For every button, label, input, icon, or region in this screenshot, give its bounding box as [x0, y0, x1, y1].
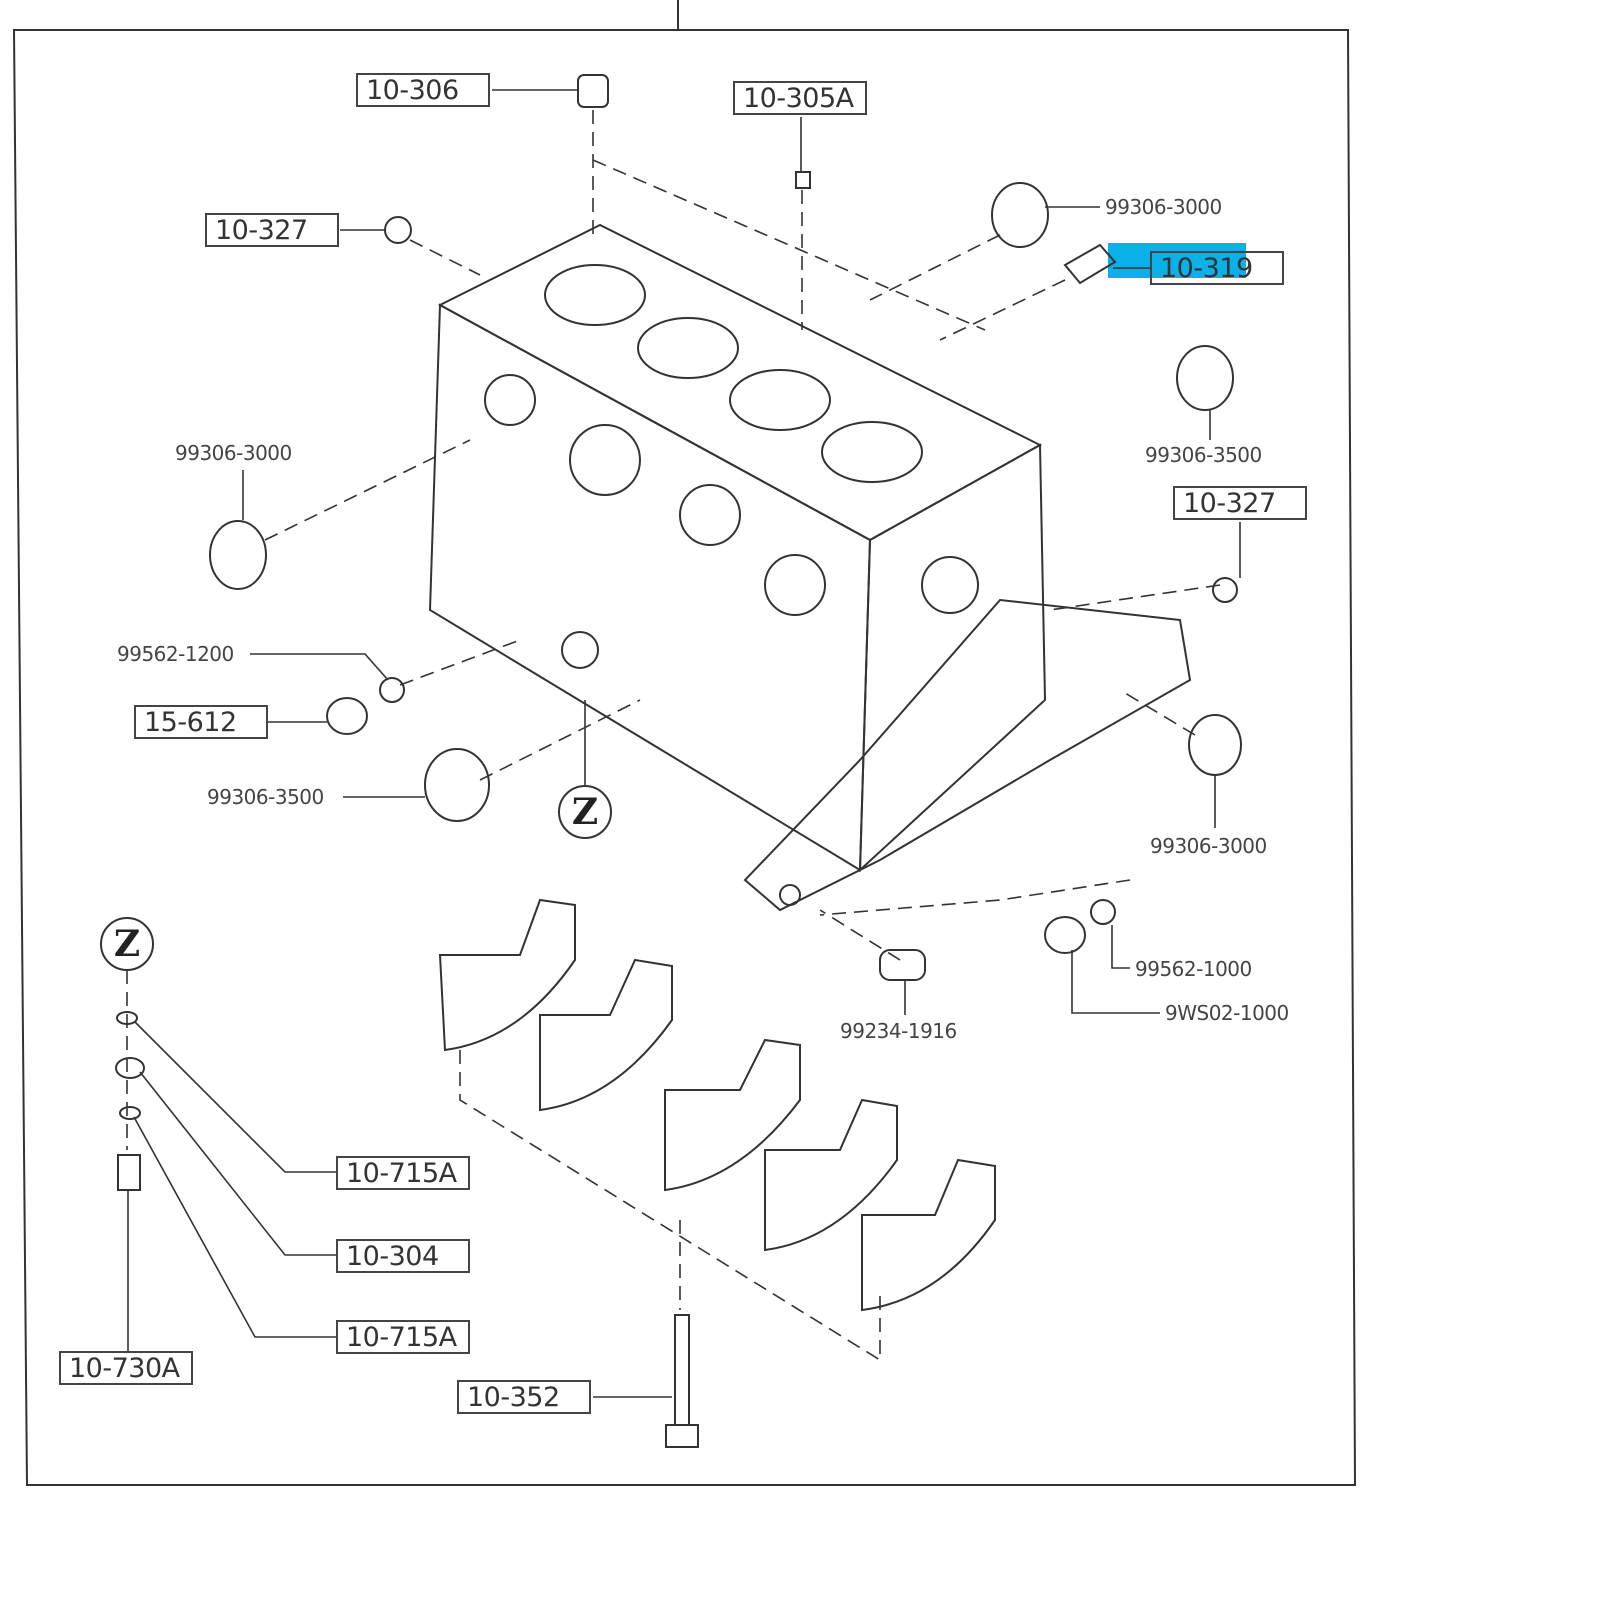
part-label-10-352[interactable]: 10-352: [457, 1380, 591, 1414]
part-label-10-319[interactable]: 10-319: [1150, 251, 1284, 285]
main-bearing-caps: [438, 898, 996, 1312]
part-label-99306-3500-left[interactable]: 99306-3500: [207, 785, 324, 809]
small-parts: [115, 74, 1242, 1448]
highlight-10-319: [1108, 243, 1246, 278]
part-label-99234-1916[interactable]: 99234-1916: [840, 1019, 957, 1043]
part-label-10-715a-upper[interactable]: 10-715A: [336, 1156, 470, 1190]
part-label-10-327-right[interactable]: 10-327: [1173, 486, 1307, 520]
part-label-10-304[interactable]: 10-304: [336, 1239, 470, 1273]
part-label-15-612[interactable]: 15-612: [134, 705, 268, 739]
part-label-99562-1000[interactable]: 99562-1000: [1135, 957, 1252, 981]
diagram-frame: [12, 29, 1357, 1486]
part-label-10-730a[interactable]: 10-730A: [59, 1351, 193, 1385]
part-label-99306-3500-right[interactable]: 99306-3500: [1145, 443, 1262, 467]
part-label-10-306[interactable]: 10-306: [356, 73, 490, 107]
reference-mark-z-detail: Z: [100, 917, 154, 971]
part-label-99306-3000-right[interactable]: 99306-3000: [1150, 834, 1267, 858]
part-label-10-327-top[interactable]: 10-327: [205, 213, 339, 247]
part-label-9ws02-1000[interactable]: 9WS02-1000: [1165, 1001, 1289, 1025]
part-label-99306-3000-left[interactable]: 99306-3000: [175, 441, 292, 465]
cylinder-block: [428, 223, 1192, 912]
part-label-99562-1200[interactable]: 99562-1200: [117, 642, 234, 666]
part-label-99306-3000-top[interactable]: 99306-3000: [1105, 195, 1222, 219]
reference-mark-z-block: Z: [558, 785, 612, 839]
part-label-10-305a[interactable]: 10-305A: [733, 81, 867, 115]
part-label-10-715a-lower[interactable]: 10-715A: [336, 1320, 470, 1354]
